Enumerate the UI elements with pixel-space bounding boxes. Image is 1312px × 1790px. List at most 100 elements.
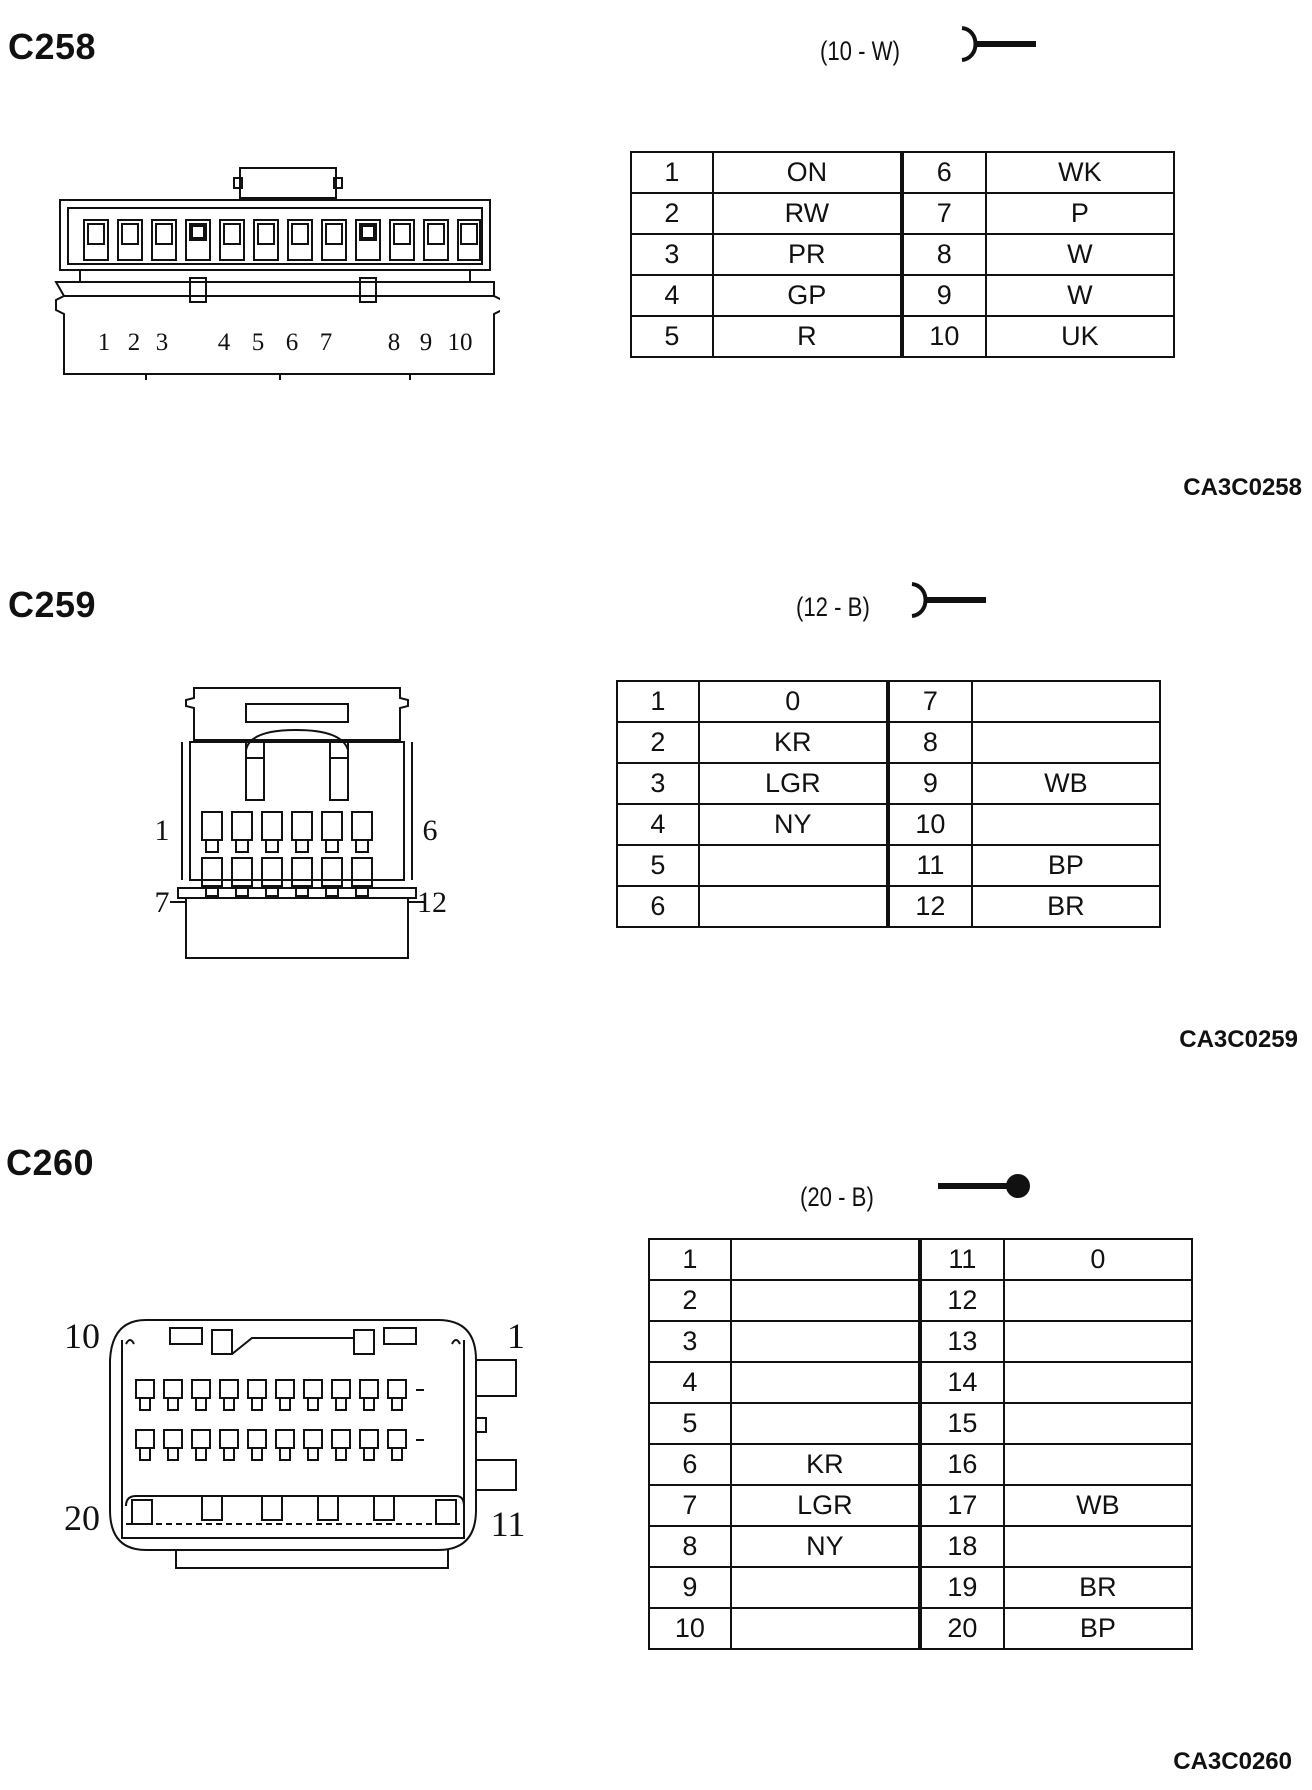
table-cell: RW — [711, 192, 903, 235]
table-cell: 18 — [918, 1525, 1005, 1568]
connector-spec: (20 - B) — [800, 1182, 874, 1212]
table-cell — [729, 1238, 922, 1281]
pin-label: 11 — [491, 1504, 526, 1544]
table-cell: LGR — [697, 762, 889, 805]
table-cell: KR — [697, 721, 889, 764]
table-cell: NY — [729, 1525, 922, 1568]
pin-label: 5 — [252, 329, 265, 356]
pin-label: 8 — [388, 329, 401, 356]
pin-label: 9 — [420, 329, 433, 356]
table-cell: 1 — [648, 1238, 732, 1281]
table-cell: 10 — [885, 803, 973, 846]
pin-label: 1 — [507, 1316, 525, 1356]
table-cell: 11 — [918, 1238, 1005, 1281]
table-cell: 6 — [616, 885, 700, 928]
table-cell: 20 — [918, 1607, 1005, 1650]
pin-label: 1 — [155, 814, 170, 847]
table-cell — [729, 1320, 922, 1363]
female-terminal-symbol-icon — [911, 582, 986, 618]
table-cell: LGR — [729, 1484, 922, 1527]
pin-label: 4 — [218, 329, 231, 356]
table-cell: KR — [729, 1443, 922, 1486]
table-cell — [1002, 1525, 1194, 1568]
table-cell: 8 — [648, 1525, 732, 1568]
table-cell — [1002, 1320, 1194, 1363]
table-cell: W — [984, 274, 1176, 317]
table-cell: 4 — [616, 803, 700, 846]
table-cell: PR — [711, 233, 903, 276]
table-cell: 1 — [616, 680, 700, 723]
table-cell — [729, 1607, 922, 1650]
pin-label: 7 — [155, 886, 170, 919]
connector-spec: (10 - W) — [820, 36, 900, 66]
table-cell — [729, 1361, 922, 1404]
table-cell — [1002, 1279, 1194, 1322]
male-terminal-symbol-icon — [938, 1174, 1030, 1198]
table-cell: 8 — [899, 233, 987, 276]
table-row: 3 13 — [648, 1320, 1194, 1363]
table-cell: 2 — [630, 192, 714, 235]
table-cell — [970, 680, 1162, 723]
table-row: 2 12 — [648, 1279, 1194, 1322]
pin-label: 10 — [448, 329, 473, 356]
connector-c260-section: C260 (20 - B) — [0, 1120, 1312, 1790]
table-cell — [970, 803, 1162, 846]
table-cell: WB — [970, 762, 1162, 805]
table-cell: 2 — [648, 1279, 732, 1322]
table-cell: 5 — [616, 844, 700, 887]
table-cell: 12 — [918, 1279, 1005, 1322]
table-cell: 7 — [899, 192, 987, 235]
connector-c258-section: C258 (10 - W) — [0, 0, 1312, 520]
connector-face-c258: 1 2 3 4 5 6 7 8 9 10 — [50, 160, 503, 384]
table-cell: BP — [970, 844, 1162, 887]
table-cell: GP — [711, 274, 903, 317]
table-cell: 5 — [630, 315, 714, 358]
table-cell — [729, 1402, 922, 1445]
table-cell: 1 — [630, 151, 714, 194]
table-cell: 12 — [885, 885, 973, 928]
table-cell: 15 — [918, 1402, 1005, 1445]
pin-label: 1 — [98, 329, 111, 356]
table-cell: 19 — [918, 1566, 1005, 1609]
table-cell: 3 — [648, 1320, 732, 1363]
pin-label: 3 — [156, 329, 169, 356]
table-cell: 8 — [885, 721, 973, 764]
table-cell — [729, 1279, 922, 1322]
table-cell: W — [984, 233, 1176, 276]
table-cell: 13 — [918, 1320, 1005, 1363]
connector-spec: (12 - B) — [796, 592, 870, 622]
table-cell: 7 — [885, 680, 973, 723]
table-cell: 6 — [648, 1443, 732, 1486]
table-cell: 0 — [1002, 1238, 1194, 1281]
table-cell — [970, 721, 1162, 764]
table-cell: 17 — [918, 1484, 1005, 1527]
table-row: 4 14 — [648, 1361, 1194, 1404]
table-cell: 9 — [899, 274, 987, 317]
table-cell: 4 — [648, 1361, 732, 1404]
table-cell: 9 — [648, 1566, 732, 1609]
table-cell: 2 — [616, 721, 700, 764]
table-cell — [1002, 1402, 1194, 1445]
table-cell: 9 — [885, 762, 973, 805]
figure-reference: CA3C0260 — [1173, 1748, 1292, 1775]
table-cell: 7 — [648, 1484, 732, 1527]
table-cell: 16 — [918, 1443, 1005, 1486]
table-cell: 14 — [918, 1361, 1005, 1404]
table-cell: ON — [711, 151, 903, 194]
table-cell: WK — [984, 151, 1176, 194]
connector-face-c260: 10 1 20 11 — [56, 1300, 536, 1594]
